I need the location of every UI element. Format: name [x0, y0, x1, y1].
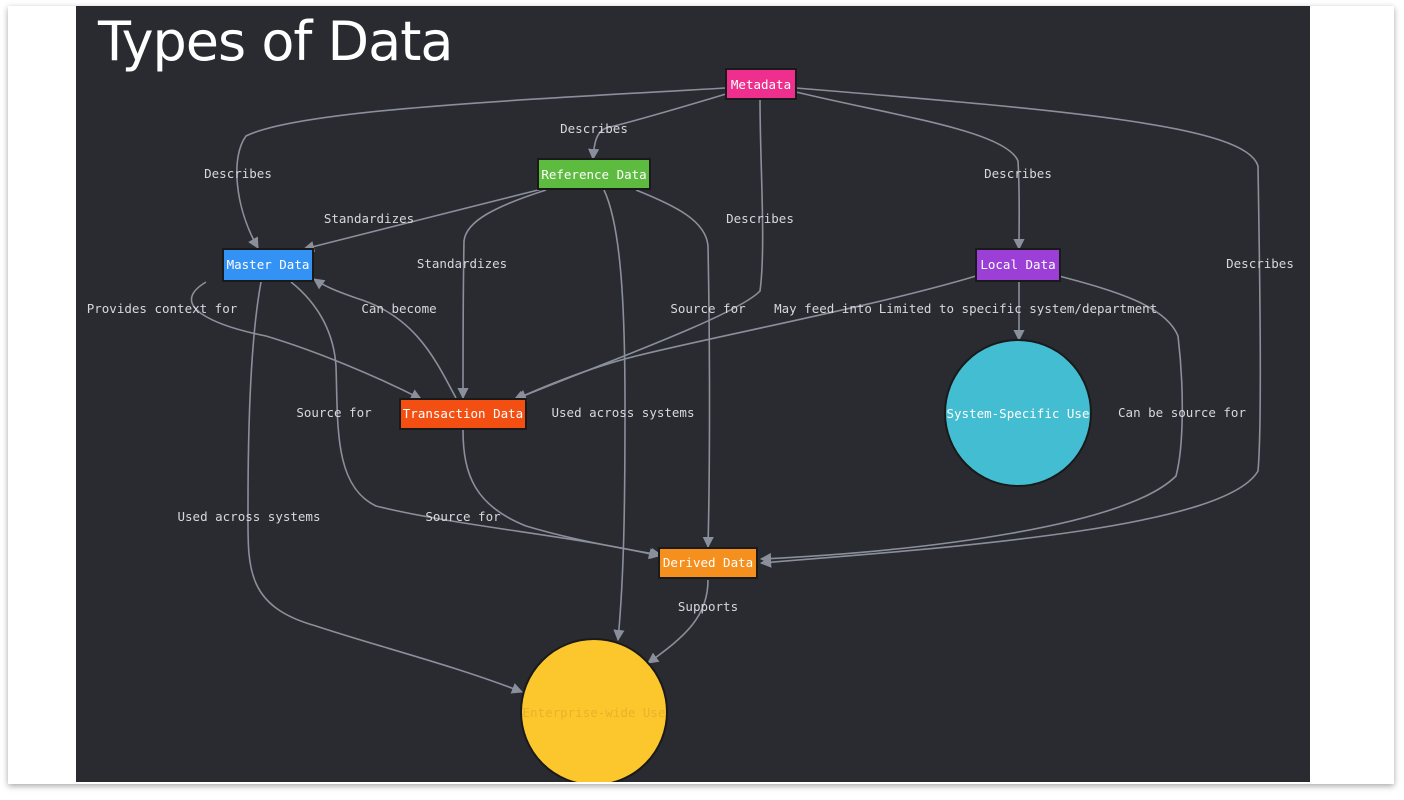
edge-label-meta-derived: Describes [1226, 256, 1294, 271]
edge-meta-local [795, 91, 1025, 251]
edge-ref-enterprise [603, 189, 626, 642]
node-transaction-data: Transaction Data [399, 398, 527, 430]
node-label-local-data: Local Data [980, 257, 1055, 272]
edges [190, 87, 1262, 694]
node-label-transaction-data: Transaction Data [403, 406, 523, 421]
edge-label-master-derived: Source for [296, 405, 372, 420]
edge-local-transaction [512, 275, 977, 401]
edge-transaction-master [313, 278, 457, 399]
edge-meta-master [236, 87, 727, 249]
node-label-reference-data: Reference Data [541, 167, 646, 182]
edge-transaction-derived [462, 429, 663, 559]
node-enterprise-wide-use: Enterprise-wide Use [520, 638, 668, 782]
edge-master-derived [290, 281, 661, 560]
node-local-data: Local Data [975, 248, 1061, 282]
node-label-derived-data: Derived Data [663, 555, 753, 570]
diagram-slide: Types of Data [76, 6, 1310, 782]
data-types-diagram: Describes Describes Describes Describes … [87, 68, 1294, 782]
edge-label-ref-transaction: Standardizes [417, 256, 507, 271]
edge-label-ref-master: Standardizes [324, 211, 414, 226]
node-reference-data: Reference Data [537, 158, 651, 190]
node-label-master-data: Master Data [227, 257, 310, 272]
edge-ref-master [302, 187, 547, 252]
edge-label-meta-transaction: Describes [726, 211, 794, 226]
edge-meta-transaction [514, 98, 764, 401]
node-label-system-specific-use: System-Specific Use [947, 406, 1090, 421]
node-derived-data: Derived Data [658, 547, 758, 579]
edge-ref-transaction [457, 189, 547, 400]
edge-label-ref-enterprise: Used across systems [552, 405, 695, 420]
node-label-enterprise-wide-use: Enterprise-wide Use [523, 705, 666, 720]
edge-label-meta-master: Describes [204, 166, 272, 181]
edge-local-derived [759, 275, 1184, 565]
edge-derived-enterprise [647, 579, 709, 664]
edge-label-meta-local: Describes [984, 166, 1052, 181]
edge-meta-reference [588, 93, 727, 161]
edge-master-transaction [190, 281, 422, 400]
edge-label-master-transaction: Provides context for [87, 301, 238, 316]
node-label-metadata: Metadata [731, 77, 791, 92]
edge-label-ref-derived: Source for [670, 301, 746, 316]
edge-label-local-derived: Can be source for [1118, 405, 1246, 420]
nodes: Metadata Reference Data Master Data Loca… [222, 68, 1092, 782]
node-system-specific-use: System-Specific Use [944, 339, 1092, 487]
edge-labels: Describes Describes Describes Describes … [87, 121, 1294, 614]
edge-ref-derived [635, 189, 714, 549]
edge-label-local-system: Limited to specific system/department [879, 301, 1157, 316]
edge-label-meta-reference: Describes [560, 121, 628, 136]
edge-master-enterprise [247, 281, 524, 694]
edge-meta-derived [759, 87, 1262, 568]
edge-label-master-enterprise: Used across systems [178, 509, 321, 524]
node-metadata: Metadata [725, 68, 797, 100]
edge-label-local-transaction: May feed into [774, 301, 872, 316]
slide-title: Types of Data [98, 10, 453, 73]
edge-label-derived-enterprise: Supports [678, 599, 738, 614]
edge-label-transaction-derived: Source for [425, 509, 501, 524]
node-master-data: Master Data [222, 248, 314, 282]
edge-label-transaction-master: Can become [361, 301, 436, 316]
